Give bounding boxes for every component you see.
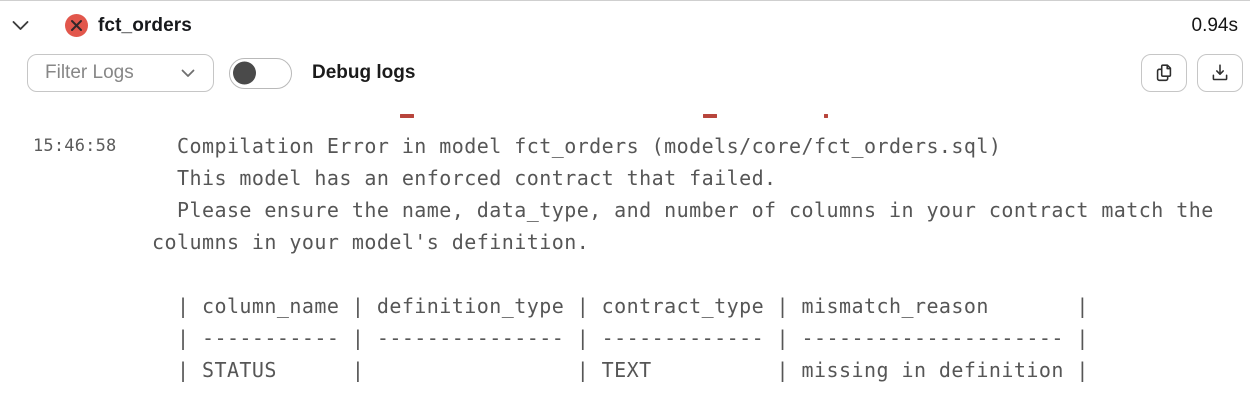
run-title: fct_orders [98,14,192,36]
toggle-knob [233,61,256,85]
debug-logs-label: Debug logs [312,62,416,83]
download-logs-button[interactable] [1197,54,1243,92]
run-header: fct_orders 0.94s [0,1,1250,50]
error-status-icon [65,14,88,37]
log-toolbar: Filter Logs Debug logs [0,50,1250,96]
log-timestamp: 15:46:58 [33,136,117,156]
clipped-red-text [0,114,1250,118]
filter-logs-dropdown[interactable]: Filter Logs [27,54,214,92]
filter-logs-label: Filter Logs [45,62,134,83]
chevron-down-icon [181,69,195,78]
copy-logs-button[interactable] [1141,54,1187,92]
download-icon [1209,62,1231,84]
collapse-chevron-icon[interactable] [8,14,32,38]
run-duration: 0.94s [1191,14,1238,36]
log-message: Compilation Error in model fct_orders (m… [152,134,1214,382]
copy-icon [1153,62,1175,84]
debug-logs-toggle[interactable] [229,57,292,89]
log-scroll-area[interactable]: 15:46:58 Compilation Error in model fct_… [0,96,1250,404]
